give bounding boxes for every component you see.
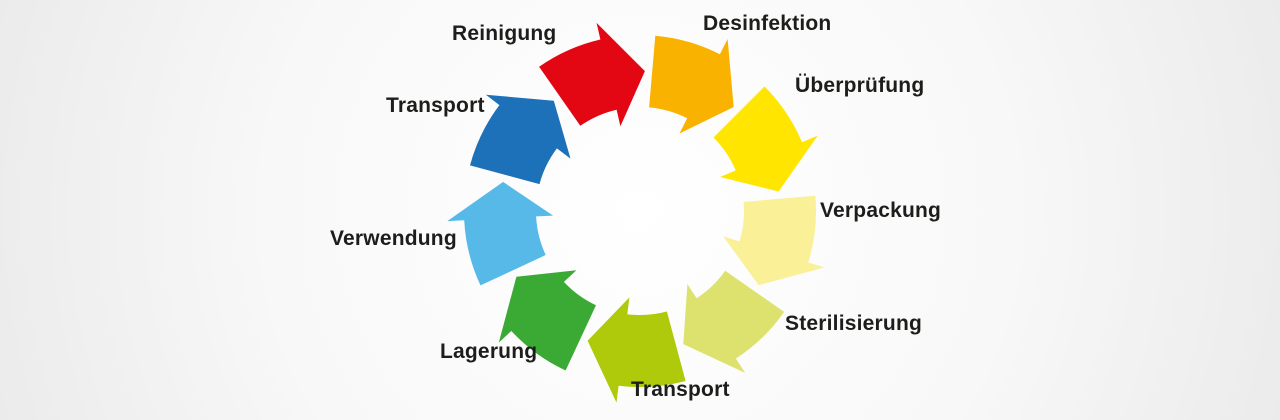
cycle-arrow-verpackung-3 (723, 195, 825, 286)
cycle-arrow-lagerung-6 (498, 270, 596, 371)
cycle-arrow-verwendung-7 (447, 181, 554, 286)
label-reinigung: Reinigung (452, 22, 557, 45)
label-transport-top: Transport (386, 94, 485, 117)
label-sterilisierung: Sterilisierung (785, 312, 923, 335)
cycle-arrow-sterilisierung-4 (683, 270, 785, 373)
cycle-arrow-ueberpruefung-2 (713, 86, 818, 192)
label-transport-bottom: Transport (631, 378, 730, 401)
label-lagerung: Lagerung (440, 340, 538, 363)
cycle-arrow-transport-8 (470, 94, 571, 185)
label-ueberpruefung: Überprüfung (795, 74, 925, 97)
cycle-arrow-desinfektion-1 (649, 35, 734, 134)
cycle-arrow-reinigung-0 (539, 22, 645, 127)
label-verpackung: Verpackung (820, 199, 942, 222)
cycle-arrow-transport-5 (587, 297, 686, 403)
label-desinfektion: Desinfektion (703, 12, 832, 35)
label-verwendung: Verwendung (330, 227, 457, 250)
